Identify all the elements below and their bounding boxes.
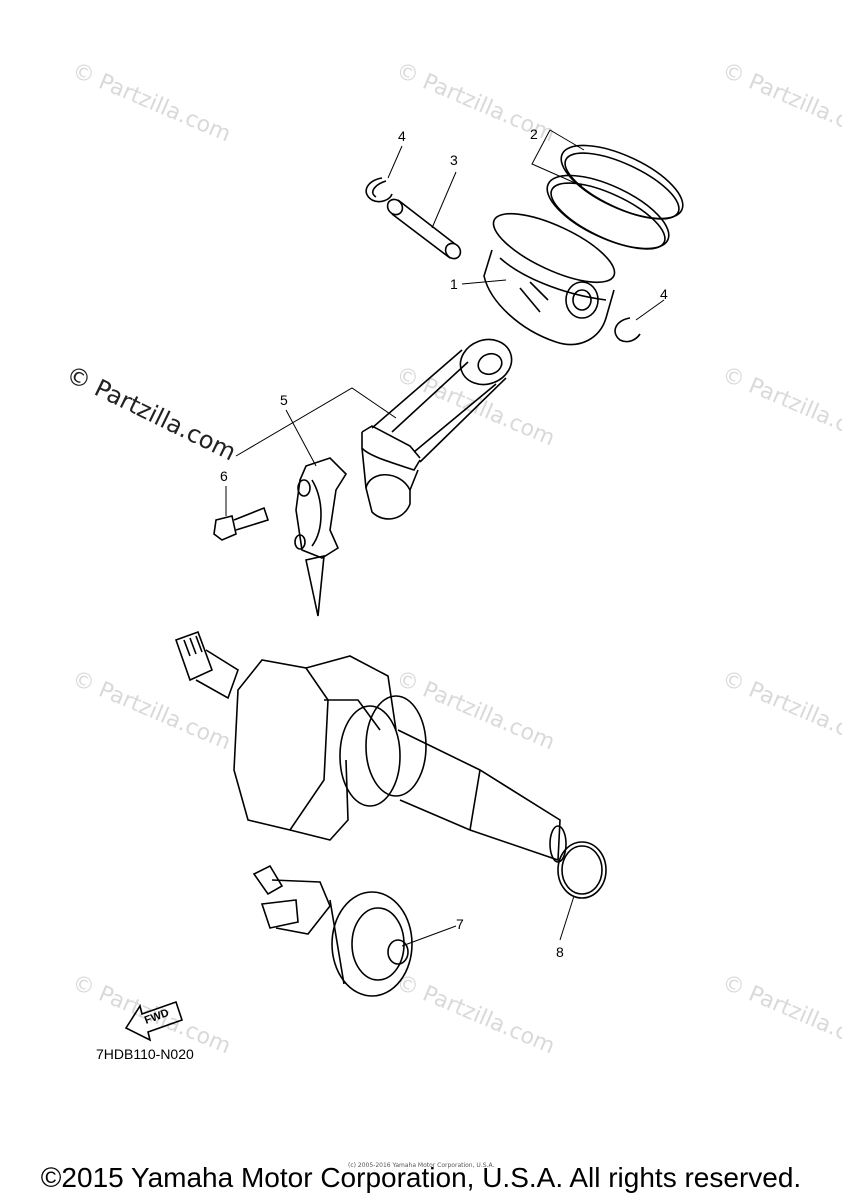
circlip-left[interactable] <box>365 177 393 203</box>
connecting-rod[interactable] <box>361 332 518 520</box>
o-ring[interactable] <box>557 841 607 899</box>
fwd-label: FWD <box>143 1007 171 1027</box>
copyright-notice: ©2015 Yamaha Motor Corporation, U.S.A. A… <box>40 1162 802 1193</box>
callout-5: 5 <box>280 392 288 408</box>
oil-dipper[interactable] <box>305 554 325 617</box>
piston-rings[interactable] <box>537 131 693 264</box>
callout-3: 3 <box>450 152 458 168</box>
callout-8: 8 <box>556 944 564 960</box>
balancer-shaft[interactable] <box>252 864 413 997</box>
callout-4: 4 <box>398 128 406 144</box>
fwd-arrow-icon <box>124 1000 184 1042</box>
diagram-code: 7HDB110-N020 <box>96 1046 194 1062</box>
fine-print: (c) 2005-2016 Yamaha Motor Corporation, … <box>348 1162 495 1169</box>
rod-cap[interactable] <box>294 457 348 559</box>
leader-lines <box>225 129 665 947</box>
rod-bolt[interactable] <box>213 506 270 541</box>
circlip-right[interactable] <box>614 317 641 343</box>
callout-2: 2 <box>530 126 538 142</box>
piston-pin[interactable] <box>384 196 463 261</box>
callout-1: 1 <box>450 276 458 292</box>
callout-4: 4 <box>660 286 668 302</box>
callout-6: 6 <box>220 468 228 484</box>
crankshaft[interactable] <box>174 630 567 863</box>
callout-7: 7 <box>456 916 464 932</box>
piston[interactable] <box>483 200 623 346</box>
